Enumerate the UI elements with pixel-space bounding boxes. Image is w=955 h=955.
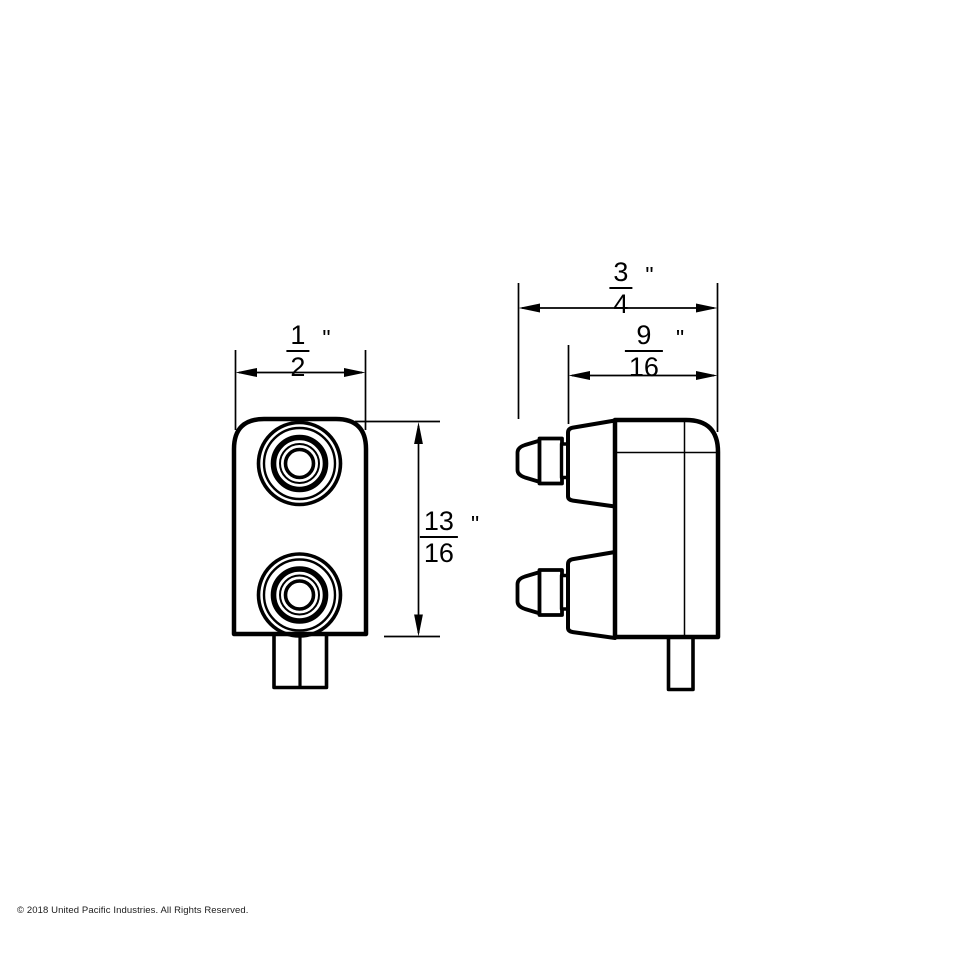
fraction-denominator: 2 [286,350,310,381]
fraction: 9 16 [624,320,663,381]
dim-side-depth-overall [517,283,719,432]
fraction: 1 2 [286,320,310,381]
dim-side-depth-body [567,345,718,424]
arrowhead-left [568,371,590,380]
dim-label-side-depth-overall: 3 4 " [609,257,654,318]
side-mounting-tab [666,637,695,692]
dim-label-front-width: 1 2 " [286,320,331,381]
arrowhead-left [235,368,257,377]
arrowhead-down [414,614,423,637]
lower-lens-rings [256,552,343,638]
inch-mark: " [470,511,479,537]
lower-nipple [515,550,617,640]
side-body-edge-lines [615,420,718,637]
upper-lens-rings [256,420,343,507]
dim-label-front-height: 13 16 " [419,506,479,567]
fraction-denominator: 4 [609,287,633,318]
arrowhead-right [696,303,718,313]
fraction-numerator: 1 [290,320,306,350]
dim-label-side-depth-body: 9 16 " [624,320,684,381]
inch-mark: " [645,262,653,288]
arrowhead-right [344,368,366,377]
copyright-notice: © 2018 United Pacific Industries. All Ri… [17,905,249,916]
inch-mark: " [322,325,330,351]
fraction-numerator: 3 [613,257,629,287]
side-view [515,283,721,692]
arrowhead-up [414,422,423,444]
dim-front-width [234,350,367,430]
dim-front-height [355,420,440,638]
inch-mark: " [675,325,684,351]
upper-nipple [515,418,617,509]
arrowhead-right [696,371,718,380]
fraction-numerator: 13 [423,506,454,536]
front-mounting-tab [272,634,329,690]
fraction-denominator: 16 [419,536,458,567]
arrowhead-left [518,303,540,313]
front-view [231,350,440,690]
fraction-numerator: 9 [636,320,652,350]
fraction: 3 4 [609,257,633,318]
fraction: 13 16 [419,506,458,567]
fraction-denominator: 16 [624,350,663,381]
